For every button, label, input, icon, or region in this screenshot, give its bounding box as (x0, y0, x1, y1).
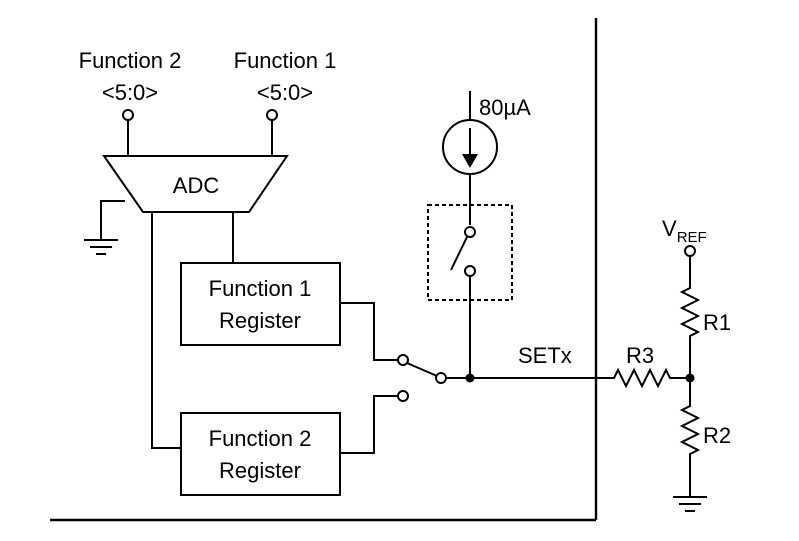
current-source-label: 80µA (479, 95, 531, 120)
function1-register: Function 1 Register (180, 262, 341, 346)
current-source-80ua: 80µA (442, 91, 531, 225)
function1-bits-label: <5:0> (257, 80, 313, 105)
r2-resistor: R2 (679, 378, 731, 497)
function2-input-pin (122, 109, 134, 156)
function2-bits-label: <5:0> (102, 80, 158, 105)
r1-resistor: R1 (679, 256, 731, 378)
r3-resistor: R3 (598, 343, 690, 389)
func2-register-label-1: Function 2 (209, 426, 312, 451)
adc-to-func2-wire (151, 212, 181, 449)
function1-input-label: Function 1 (234, 48, 337, 73)
r3-label: R3 (626, 343, 654, 368)
func1-register-label-2: Register (219, 308, 301, 333)
vref-node: VREF (662, 216, 707, 257)
func1-register-label-1: Function 1 (209, 276, 312, 301)
function-select-switch (406, 362, 598, 384)
func1-output-wire (340, 302, 398, 361)
func1-switch-contact (397, 354, 409, 366)
chip-boundary (50, 18, 598, 522)
setx-label: SETx (518, 343, 572, 368)
function2-input-label: Function 2 (79, 48, 182, 73)
func2-output-wire (340, 395, 398, 454)
divider-ground (673, 496, 707, 512)
func2-register-label-2: Register (219, 458, 301, 483)
current-enable-switch (427, 204, 513, 378)
current-direction-arrow-icon (462, 154, 478, 168)
adc-label: ADC (173, 173, 220, 198)
function1-input-pin (266, 109, 278, 156)
adc-block: ADC (102, 155, 289, 213)
r2-label: R2 (703, 423, 731, 448)
vref-label: VREF (662, 216, 707, 246)
function2-register: Function 2 Register (180, 412, 341, 496)
adc-ground (84, 200, 125, 255)
func2-switch-contact (397, 390, 409, 402)
r1-label: R1 (703, 310, 731, 335)
